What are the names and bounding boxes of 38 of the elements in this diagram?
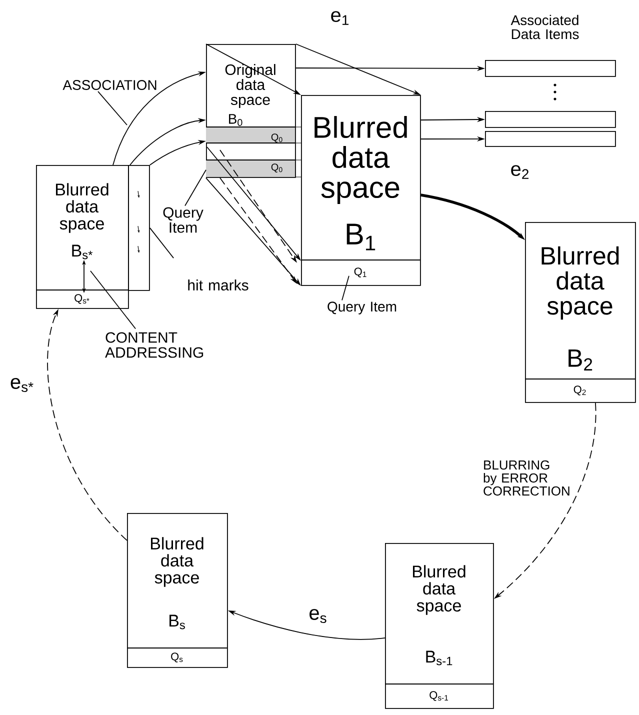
leader-line [98, 90, 128, 126]
data-item-bar [485, 131, 616, 147]
box-title: Blurred data space [412, 565, 466, 615]
query-strip-label: Q$_{s}$ [171, 652, 183, 662]
leader-line [184, 169, 206, 206]
space-symbol: B$_{s}$ [170, 614, 185, 630]
box-title: Blurred data space [314, 116, 407, 204]
edge-label: e$_{1}$ [331, 11, 349, 25]
text-label: CONTENT ADDRESSING [105, 332, 204, 358]
text-label: ASSOCIATION [62, 80, 156, 90]
box-title: Blurred data space [56, 183, 108, 233]
edge-label: e$_{s}$ [310, 609, 326, 623]
query-strip-label: Q$_{0}$ [271, 164, 282, 172]
data-item-bar [485, 60, 616, 77]
query-strip-label: Q$_{2}$ [574, 386, 586, 396]
query-strip-label: Q$_{0}$ [271, 134, 282, 142]
space-symbol: B$_{0}$ [229, 114, 242, 126]
edge-label: e$_{2}$ [511, 165, 528, 179]
space-symbol: B$_{s-1}$ [426, 650, 452, 666]
query-strip-label: Q$_{1}$ [354, 268, 366, 278]
leader-line [149, 228, 174, 258]
edge-label: e$_{s*}$ [10, 378, 34, 392]
text-label: Query Item [163, 207, 204, 233]
heading-label: Associated Data Items [510, 14, 579, 40]
space-symbol: B$_{2}$ [568, 350, 592, 370]
space-symbol: B$_{s*}$ [72, 244, 93, 260]
process-label: BLURRING by ERROR CORRECTION [484, 460, 570, 496]
text-label: hit marks [188, 280, 248, 290]
hit-mark-column [128, 165, 150, 291]
leader-line [90, 270, 136, 330]
query-strip-label: Q$_{s-1}$ [430, 691, 448, 701]
leader-line [342, 275, 350, 301]
query-strip-label: Q$_{s*}$ [74, 294, 90, 304]
data-item-bar [485, 111, 616, 128]
box-title: Blurred data space [542, 246, 619, 320]
space-symbol: B$_{1}$ [346, 224, 376, 250]
box-title: Blurred data space [151, 537, 204, 587]
text-label: Query Item [328, 302, 396, 314]
